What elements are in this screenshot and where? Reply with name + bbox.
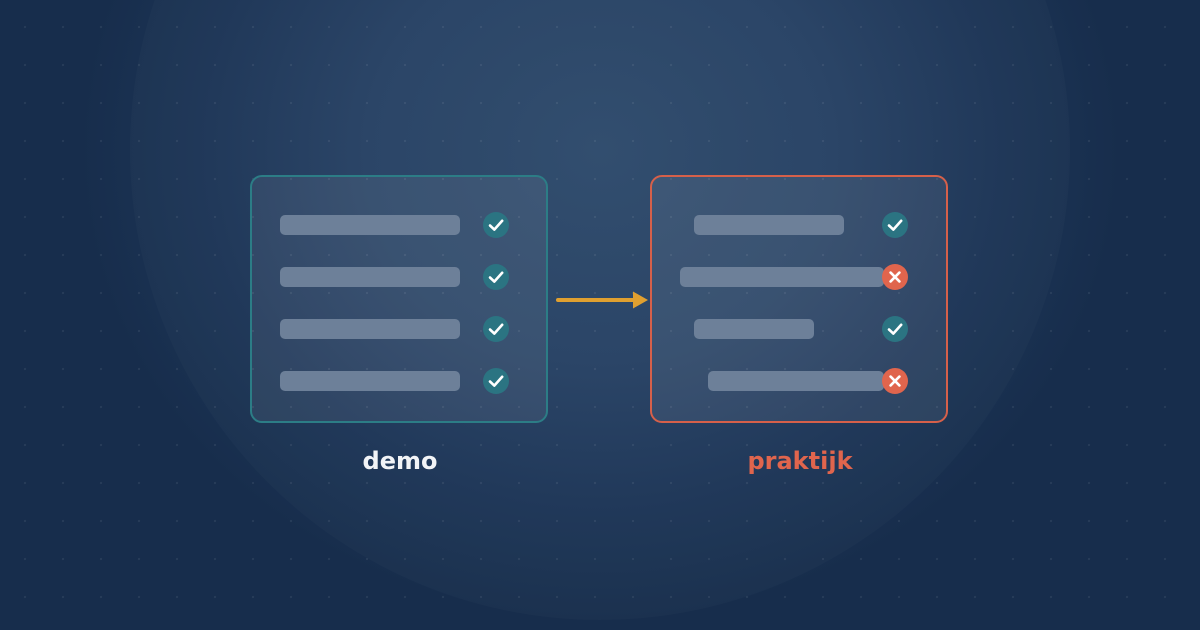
demo-label: demo: [362, 447, 438, 475]
list-item-bar: [280, 267, 460, 287]
cross-icon: [882, 368, 908, 394]
check-icon: [882, 316, 908, 342]
list-item-bar: [708, 371, 884, 391]
check-icon: [483, 264, 509, 290]
praktijk-label: praktijk: [747, 447, 853, 475]
list-item-bar: [680, 267, 884, 287]
praktijk-panel: [650, 175, 948, 423]
check-icon: [483, 212, 509, 238]
cross-icon: [882, 264, 908, 290]
arrow-right-icon: [556, 291, 648, 309]
check-icon: [483, 368, 509, 394]
demo-panel: [250, 175, 548, 423]
check-icon: [882, 212, 908, 238]
list-item-bar: [694, 215, 844, 235]
check-icon: [483, 316, 509, 342]
list-item-bar: [280, 371, 460, 391]
list-item-bar: [280, 319, 460, 339]
list-item-bar: [280, 215, 460, 235]
list-item-bar: [694, 319, 814, 339]
